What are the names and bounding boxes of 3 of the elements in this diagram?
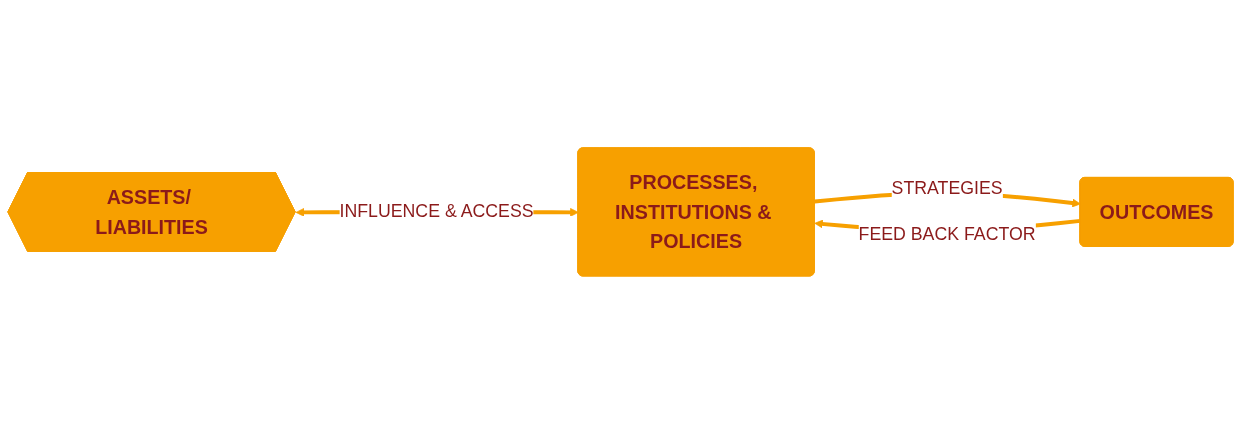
edge-label: FEED BACK FACTOR [858,224,1036,244]
edge-label: STRATEGIES [891,178,1003,198]
edge-label: INFLUENCE & ACCESS [339,201,534,221]
